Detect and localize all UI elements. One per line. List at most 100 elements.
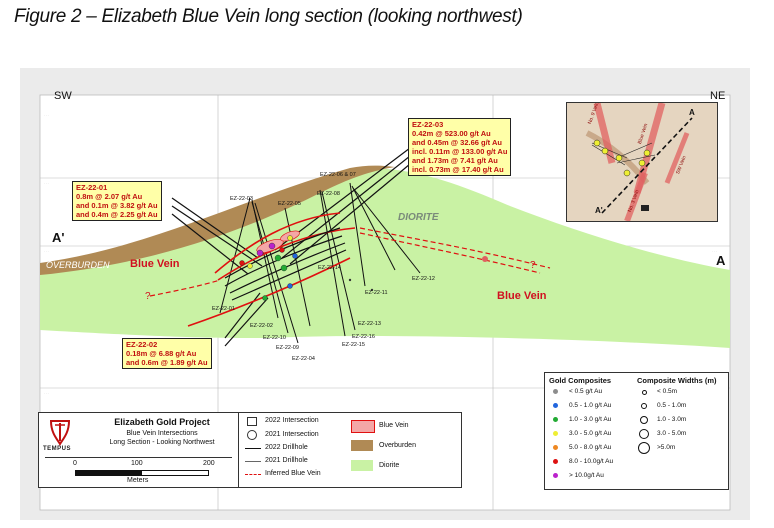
callout-line: 0.8m @ 2.07 g/t Au [76,192,143,201]
legend-2022-drillhole: 2022 Drillhole [265,444,308,451]
callout-line: 0.18m @ 6.88 g/t Au [126,349,197,358]
scale-100: 100 [131,460,143,467]
grade-swatch [553,417,558,422]
question-left: ? [145,291,151,302]
callout-line: and 1.73m @ 7.41 g/t Au [412,156,498,165]
gold-legend: Gold Composites Composite Widths (m) < 0… [544,372,729,490]
overburden-label: OVERBURDEN [46,260,110,270]
svg-text:· · ·: · · · [44,181,49,185]
hole-label-ez03: EZ-22-03 [230,196,253,202]
legend-2022-intersection-icon [247,417,257,426]
callout-title: EZ-22-02 [126,340,158,349]
ne-label: NE [710,90,726,102]
hole-label-ez15: EZ-22-15 [342,342,365,348]
grade-label: 1.0 - 3.0 g/t Au [569,416,612,423]
sw-label: SW [54,90,72,102]
hole-label-ez14: EZ-22-14 [318,265,341,271]
a-prime-label: A' [52,230,65,245]
grade-label: 3.0 - 5.0 g/t Au [569,430,612,437]
overburden-band [40,165,395,275]
legend-2021-intersection: 2021 Intersection [265,431,319,438]
legend-2022-drillhole-icon [245,448,261,449]
width-label: >5.0m [657,444,676,451]
blue-vein-outline [187,212,356,327]
callout-line: and 0.45m @ 32.66 g/t Au [412,138,502,147]
blue-vein-label-left: Blue Vein [130,258,180,270]
scale-0: 0 [73,460,77,467]
width-circle [639,429,649,439]
gold-legend-title: Gold Composites [549,376,612,385]
grade-label: > 10.0g/t Au [569,472,604,479]
hole-label-ez16: EZ-22-16 [352,334,375,340]
inset-label-a-prime: A' [595,206,603,215]
scale-200: 200 [203,460,215,467]
callout-ez-22-03: EZ-22-03 0.42m @ 523.00 g/t Au and 0.45m… [408,118,512,176]
composite-dots [239,235,298,301]
long-section-panel: · · · · · · · · · · · · · · · · · · · · … [20,68,750,520]
grade-swatch [553,473,558,478]
width-label: 0.5 - 1.0m [657,402,687,409]
callout-line: and 0.4m @ 2.25 g/t Au [76,210,158,219]
legend-overburden-swatch [351,440,373,451]
inset-label-a: A [689,108,695,117]
diorite-label: DIORITE [398,212,439,223]
width-circle [641,403,647,409]
width-label: 1.0 - 3.0m [657,416,687,423]
inferred-blue-vein [149,227,551,297]
tempus-logo-icon [49,420,71,446]
legend-2021-drillhole: 2021 Drillhole [265,457,308,464]
svg-text:· · ·: · · · [44,391,49,395]
question-right: ? [530,260,536,271]
hole-label-ez01: EZ-22-01 [212,306,235,312]
hole-label-ez0607: EZ-22-06 & 07 [320,172,356,178]
svg-text:· · ·: · · · [44,249,49,253]
hole-end-markers [348,256,488,292]
inset-map: No. 9 Vein Blue Vein SW Vein No. 3 Vein … [566,102,718,222]
grade-swatch [553,459,558,464]
grade-label: 5.0 - 8.0 g/t Au [569,444,612,451]
hole-label-ez12: EZ-22-12 [412,276,435,282]
tempus-logo-text: TEMPUS [43,446,72,452]
grade-swatch [553,403,558,408]
hole-label-ez11: EZ-22-11 [365,290,388,296]
legend-overburden: Overburden [379,442,416,449]
grade-swatch [553,445,558,450]
legend-2021-intersection-icon [247,430,257,440]
grade-label: 8.0 - 10.0g/t Au [569,458,614,465]
hole-label-ez02: EZ-22-02 [250,323,273,329]
hole-label-ez09: EZ-22-09 [276,345,299,351]
width-legend-title: Composite Widths (m) [637,376,717,385]
grade-label: < 0.5 g/t Au [569,388,603,395]
callout-ez-22-02: EZ-22-02 0.18m @ 6.88 g/t Au and 0.6m @ … [122,338,212,369]
figure-title: Figure 2 – Elizabeth Blue Vein long sect… [14,6,523,27]
callout-title: EZ-22-01 [76,183,108,192]
width-label: < 0.5m [657,388,678,395]
legend-diorite: Diorite [379,462,400,469]
svg-text:· · ·: · · · [44,113,49,117]
width-circle [638,442,650,454]
legend-blue-vein-swatch [351,420,375,433]
title-divider [45,457,232,458]
callout-line: and 0.6m @ 1.89 g/t Au [126,358,208,367]
legend-2021-drillhole-icon [245,461,261,462]
grade-label: 0.5 - 1.0 g/t Au [569,402,612,409]
grade-swatch [553,431,558,436]
legend-blue-vein: Blue Vein [379,422,409,429]
callout-line: incl. 0.73m @ 17.40 g/t Au [412,165,504,174]
title-line-1: Blue Vein Intersections [126,430,198,437]
legend-box: 2022 Intersection 2021 Intersection 2022… [238,412,462,488]
hole-label-ez10: EZ-22-10 [263,335,286,341]
callout-line: and 0.1m @ 3.82 g/t Au [76,201,158,210]
callout-line: 0.42m @ 523.00 g/t Au [412,129,491,138]
title-line-2: Long Section - Looking Northwest [109,439,215,446]
project-title: Elizabeth Gold Project [114,417,210,427]
blue-vein-label-right: Blue Vein [497,290,547,302]
a-label: A [716,253,726,268]
width-circle [640,416,648,424]
legend-diorite-swatch [351,460,373,471]
legend-2022-intersection: 2022 Intersection [265,417,319,424]
scale-bar [75,470,209,476]
hole-label-ez05: EZ-22-05 [278,201,301,207]
scale-unit: Meters [127,477,149,484]
width-label: 3.0 - 5.0m [657,430,687,437]
